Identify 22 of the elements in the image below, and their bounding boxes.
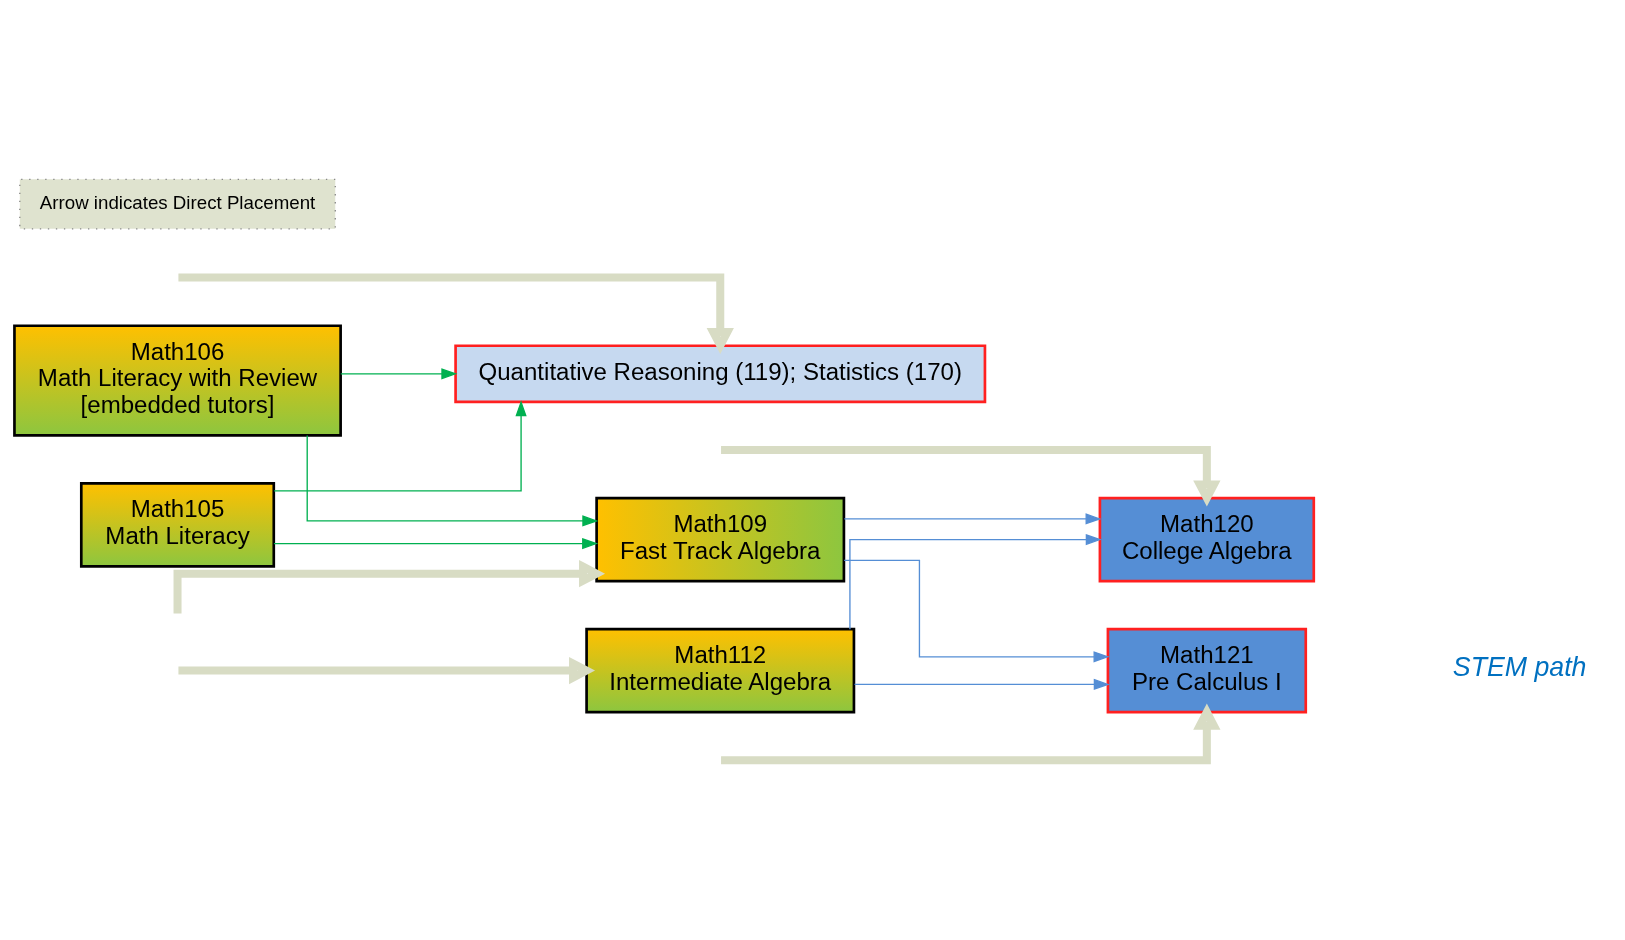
label: STEM path [1452, 651, 1587, 682]
node-box: Math106 Math Literacy with Review [embedded tutors] [13, 324, 342, 437]
arrow [721, 446, 1221, 507]
arrow [273, 538, 599, 550]
arrow [178, 273, 734, 355]
arrow [173, 560, 606, 614]
arrow [273, 400, 527, 492]
arrow [340, 368, 458, 380]
arrow [843, 513, 1102, 525]
node-box: Math112 Intermediate Algebra [585, 627, 856, 714]
arrow [178, 656, 596, 685]
arrow [721, 703, 1221, 765]
node-box: Math120 College Algebra [1098, 496, 1316, 583]
node-box: Math109 Fast Track Algebra [595, 496, 846, 583]
node-box: Math105 Math Literacy [79, 482, 276, 568]
node-box: Quantitative Reasoning (119); Statistics (170) [454, 344, 987, 404]
legend-label: Arrow indicates Direct Placement [39, 192, 316, 214]
arrow [853, 678, 1110, 691]
arrow [306, 434, 599, 527]
arrow [843, 559, 1110, 663]
arrow [849, 534, 1102, 630]
node-box: Math121 Pre Calculus I [1106, 627, 1308, 714]
